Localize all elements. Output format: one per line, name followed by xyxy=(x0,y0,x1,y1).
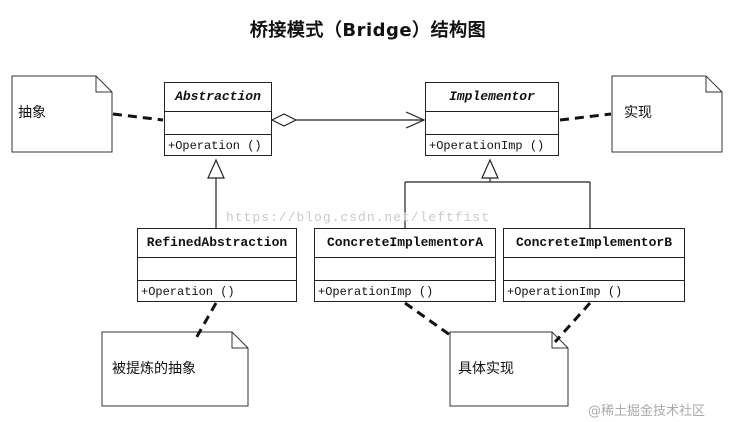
class-concrete-implementor-b: ConcreteImplementorB +OperationImp () xyxy=(503,228,685,302)
note-concrete xyxy=(449,331,569,407)
class-abstraction: Abstraction +Operation () xyxy=(164,82,272,156)
class-implementor-operation: +OperationImp () xyxy=(429,139,545,153)
class-concrete-implementor-a-attributes xyxy=(315,258,495,281)
class-refined-abstraction-operation: +Operation () xyxy=(141,285,235,299)
note-abstraction xyxy=(11,75,113,153)
class-concrete-implementor-a-name: ConcreteImplementorA xyxy=(315,229,495,258)
note-implementation-text: 实现 xyxy=(624,105,652,121)
class-concrete-implementor-a: ConcreteImplementorA +OperationImp () xyxy=(314,228,496,302)
note-abstraction-text: 抽象 xyxy=(18,105,46,121)
class-abstraction-attributes xyxy=(165,112,271,135)
anchor-concrete-b xyxy=(553,301,592,344)
class-refined-abstraction-name: RefinedAbstraction xyxy=(138,229,296,258)
anchor-refined xyxy=(193,302,218,341)
class-concrete-implementor-b-attributes xyxy=(504,258,684,281)
class-concrete-implementor-a-operation: +OperationImp () xyxy=(318,285,434,299)
watermark-url: https://blog.csdn.net/leftfist xyxy=(226,210,491,225)
anchor-abstraction xyxy=(112,112,164,122)
class-concrete-implementor-b-operation: +OperationImp () xyxy=(507,285,623,299)
class-abstraction-operation: +Operation () xyxy=(168,139,262,153)
anchor-concrete-a xyxy=(404,301,451,337)
watermark-brand: @稀土掘金技术社区 xyxy=(588,404,706,419)
class-implementor-name: Implementor xyxy=(426,83,558,112)
class-abstraction-name: Abstraction xyxy=(165,83,271,112)
class-refined-abstraction-attributes xyxy=(138,258,296,281)
class-refined-abstraction: RefinedAbstraction +Operation () xyxy=(137,228,297,302)
inherit-concrete xyxy=(404,158,591,228)
class-implementor-attributes xyxy=(426,112,558,135)
inherit-refined xyxy=(207,158,225,228)
note-implementation xyxy=(611,75,723,153)
note-refined xyxy=(101,331,249,407)
class-concrete-implementor-b-name: ConcreteImplementorB xyxy=(504,229,684,258)
note-concrete-text: 具体实现 xyxy=(458,361,514,377)
class-implementor: Implementor +OperationImp () xyxy=(425,82,559,156)
note-refined-text: 被提炼的抽象 xyxy=(112,361,196,377)
diagram-title: 桥接模式（Bridge）结构图 xyxy=(249,20,487,41)
aggregation-link xyxy=(270,111,426,129)
anchor-implementation xyxy=(559,112,612,122)
